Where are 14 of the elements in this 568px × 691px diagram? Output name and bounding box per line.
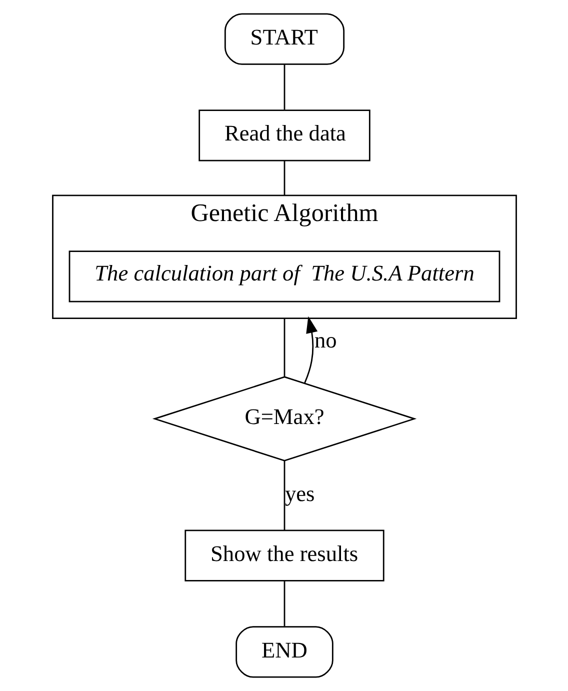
edge-label: yes [284,480,314,506]
node-box: The calculation part of The U.S.A Pattern [68,250,500,302]
connector [283,581,285,626]
connector [283,318,285,376]
connector [283,64,285,110]
edge-label: no [314,327,336,352]
arrow [304,316,318,384]
node-box: Show the results [184,530,384,582]
node-box: END [235,626,333,678]
connector [283,160,285,196]
connector [283,460,285,530]
node-box: Read the data [198,110,370,162]
node-box: START [224,13,344,65]
node-diamond: G=Max? [152,376,416,462]
